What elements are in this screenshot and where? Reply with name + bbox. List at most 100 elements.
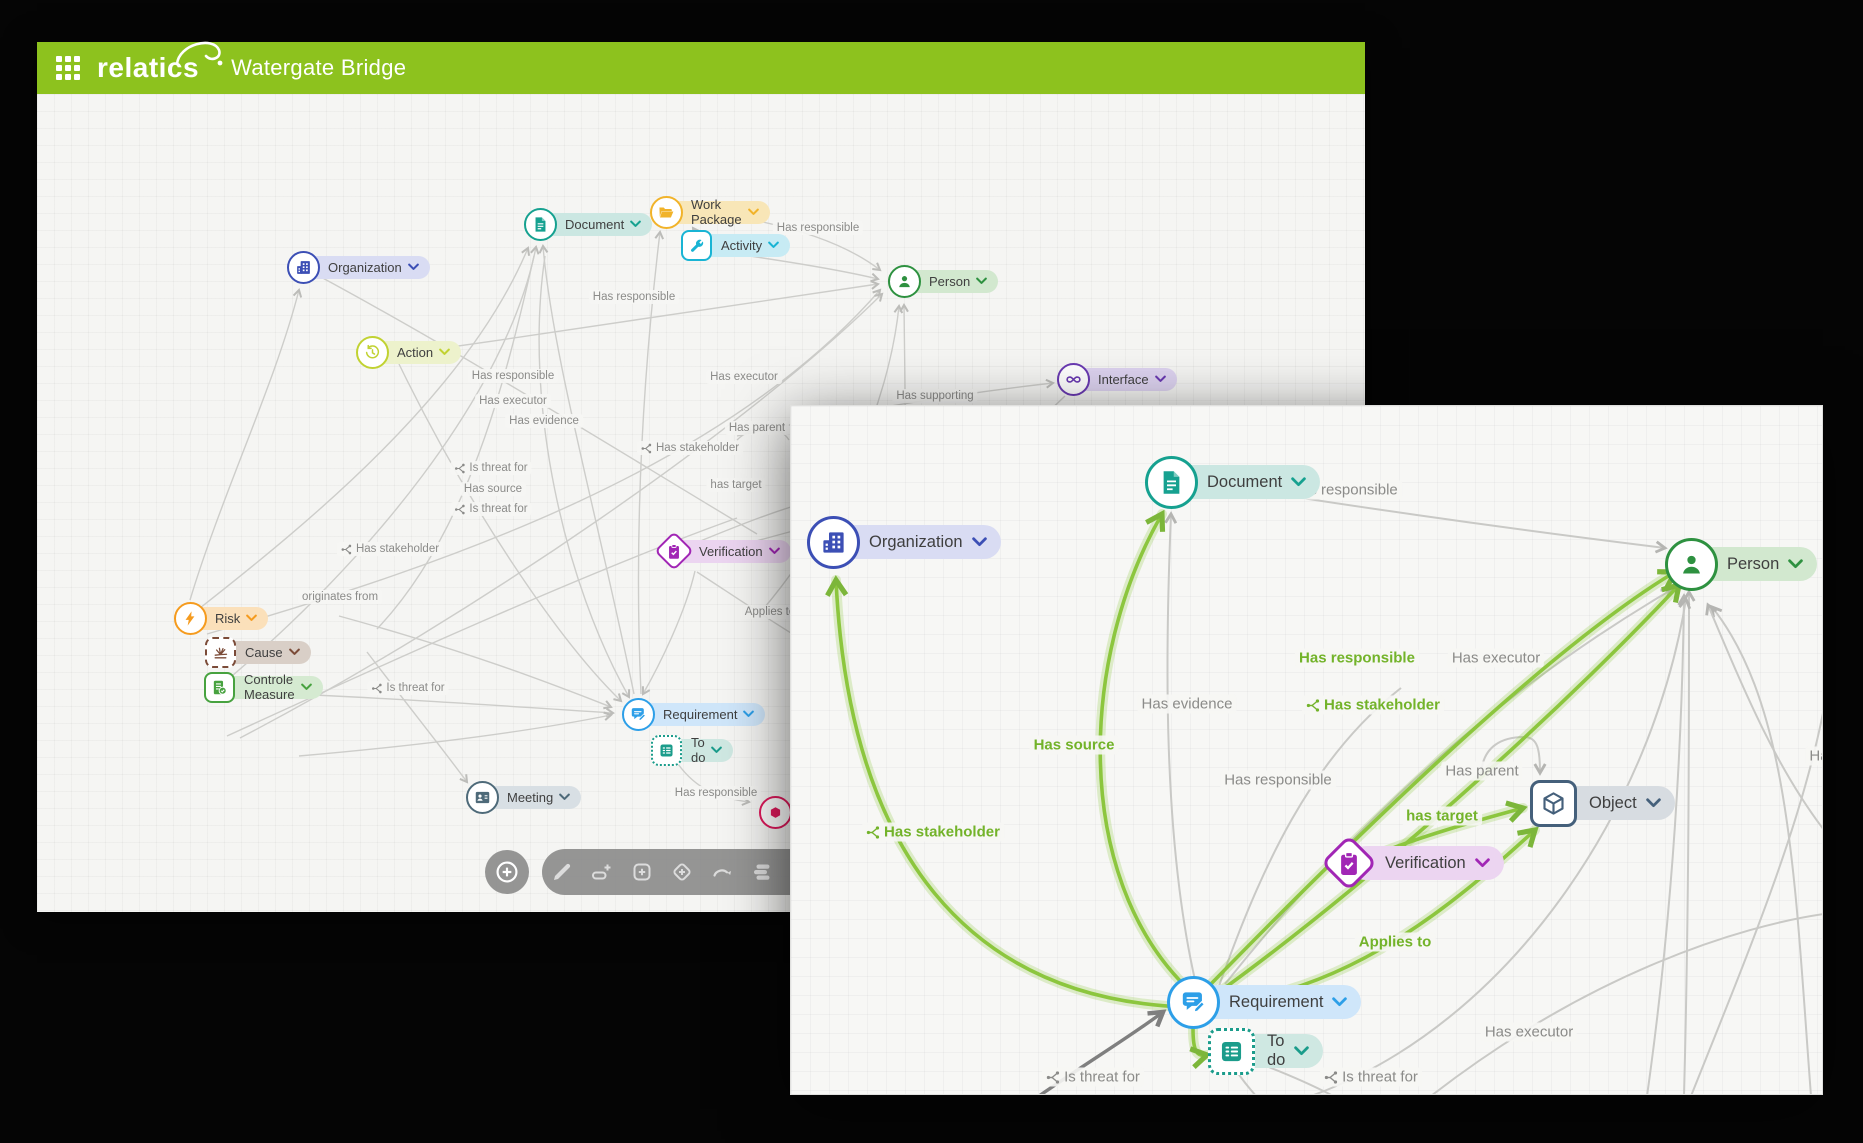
edge-label: Has responsible — [772, 221, 864, 235]
node-shape[interactable] — [758, 795, 792, 829]
node-shape[interactable] — [806, 515, 860, 569]
document-icon — [532, 216, 549, 233]
bolt-icon — [182, 610, 199, 627]
node-label: Activity — [721, 237, 763, 253]
chevron-down-icon[interactable] — [300, 683, 312, 691]
edge-label: Has parent — [724, 421, 790, 435]
edge-label-text: Has parent — [728, 422, 786, 434]
chevron-down-icon[interactable] — [559, 793, 571, 801]
node-shape[interactable] — [523, 207, 557, 241]
edge-label: Is threat for — [450, 461, 532, 475]
node-shape[interactable] — [204, 636, 236, 668]
chevron-down-icon[interactable] — [971, 537, 987, 547]
chevron-down-icon[interactable] — [1474, 858, 1490, 868]
diamond-plus-button[interactable] — [670, 860, 694, 884]
todo-list-icon — [658, 742, 675, 759]
chevron-down-icon[interactable] — [1291, 477, 1306, 487]
node-shape[interactable] — [173, 601, 207, 635]
node-shape[interactable] — [1056, 362, 1090, 396]
chevron-down-icon[interactable] — [976, 277, 988, 285]
node-shape[interactable] — [1529, 779, 1577, 827]
chevron-down-icon[interactable] — [1154, 375, 1166, 383]
edge-label-text: Is threat for — [386, 682, 445, 694]
share-left-icon — [866, 825, 880, 839]
node-shape[interactable] — [1166, 975, 1220, 1029]
node-label: Person — [1727, 554, 1780, 573]
share-left-icon — [341, 544, 352, 555]
node-shape[interactable] — [680, 229, 712, 261]
building-icon — [295, 259, 312, 276]
pencil-button[interactable] — [550, 860, 574, 884]
edge-label-text: has target — [1406, 807, 1478, 825]
edge-label: Has responsible — [588, 290, 680, 304]
node-shape[interactable] — [203, 671, 235, 703]
diamond-plus-icon — [670, 860, 694, 884]
edge-label: has target — [706, 478, 766, 492]
circle-plus-icon — [494, 859, 520, 885]
node-shape[interactable] — [1320, 834, 1378, 892]
edge-label-text: Has executor — [1451, 649, 1541, 667]
clipboard-check-icon — [1336, 850, 1363, 877]
node-label: Work Package — [691, 197, 742, 227]
node-label: To do — [1267, 1032, 1286, 1069]
edge-label: Has responsible — [1295, 648, 1419, 668]
node-shape[interactable] — [1144, 455, 1198, 509]
square-plus-button[interactable] — [630, 860, 654, 884]
node-label: Object — [1589, 793, 1637, 812]
edge-label-text: Has evidence — [509, 415, 579, 427]
node-label: Verification — [699, 543, 763, 559]
chevron-down-icon[interactable] — [439, 348, 450, 356]
chevron-down-icon[interactable] — [768, 547, 780, 555]
impact-icon — [212, 644, 229, 661]
edge-label: has target — [1402, 806, 1482, 826]
edge-label: Has executor — [706, 370, 782, 384]
node-label: Action — [397, 344, 434, 360]
rows-button[interactable] — [750, 860, 774, 884]
workspace-title: Watergate Bridge — [231, 55, 407, 80]
node-label: Requirement — [663, 706, 738, 722]
node-shape[interactable] — [1664, 537, 1718, 591]
history-icon — [364, 344, 381, 361]
chevron-down-icon[interactable] — [1788, 559, 1804, 569]
edge-label-text: Is threat for — [469, 503, 528, 515]
edge-label: Ha — [1805, 746, 1822, 766]
node-shape[interactable] — [465, 780, 499, 814]
chevron-down-icon[interactable] — [246, 614, 258, 622]
chevron-down-icon[interactable] — [407, 263, 419, 271]
node-shape[interactable] — [621, 697, 655, 731]
building-icon — [820, 529, 847, 556]
share-left-icon — [454, 463, 465, 474]
chevron-down-icon[interactable] — [630, 220, 642, 228]
node-shape[interactable] — [650, 734, 682, 766]
node-shape[interactable] — [355, 335, 389, 369]
edge-label-text: has target — [710, 479, 762, 491]
chevron-down-icon[interactable] — [288, 648, 300, 656]
edge-label: Is threat for — [450, 502, 532, 516]
redo-button[interactable] — [710, 860, 734, 884]
redo-icon — [710, 860, 734, 884]
chevron-down-icon[interactable] — [747, 208, 759, 216]
node-label: Document — [565, 216, 625, 232]
chevron-down-icon[interactable] — [1294, 1046, 1310, 1056]
add-node-button[interactable] — [485, 850, 529, 894]
node-shape[interactable] — [286, 250, 320, 284]
node-shape[interactable] — [1207, 1027, 1255, 1075]
share-left-icon — [1324, 1070, 1338, 1084]
edge-label-text: Is threat for — [469, 462, 528, 474]
chevron-down-icon[interactable] — [711, 746, 723, 754]
node-shape[interactable] — [887, 264, 921, 298]
chevron-down-icon[interactable] — [743, 710, 755, 718]
node-shape[interactable] — [654, 531, 694, 571]
edge-label: Has supporting — [892, 389, 978, 403]
edge-label: Is threat for — [367, 681, 449, 695]
edge-label-text: Has responsible — [1224, 771, 1332, 789]
chevron-down-icon[interactable] — [1645, 798, 1661, 808]
pill-plus-button[interactable] — [590, 860, 614, 884]
chevron-down-icon[interactable] — [1332, 997, 1348, 1007]
edge-label: Has stakeholder — [636, 441, 744, 455]
chevron-down-icon[interactable] — [768, 241, 780, 249]
app-grid-menu-button[interactable] — [49, 49, 87, 87]
node-shape[interactable] — [649, 195, 683, 229]
edge-label-text: Has executor — [710, 371, 778, 383]
